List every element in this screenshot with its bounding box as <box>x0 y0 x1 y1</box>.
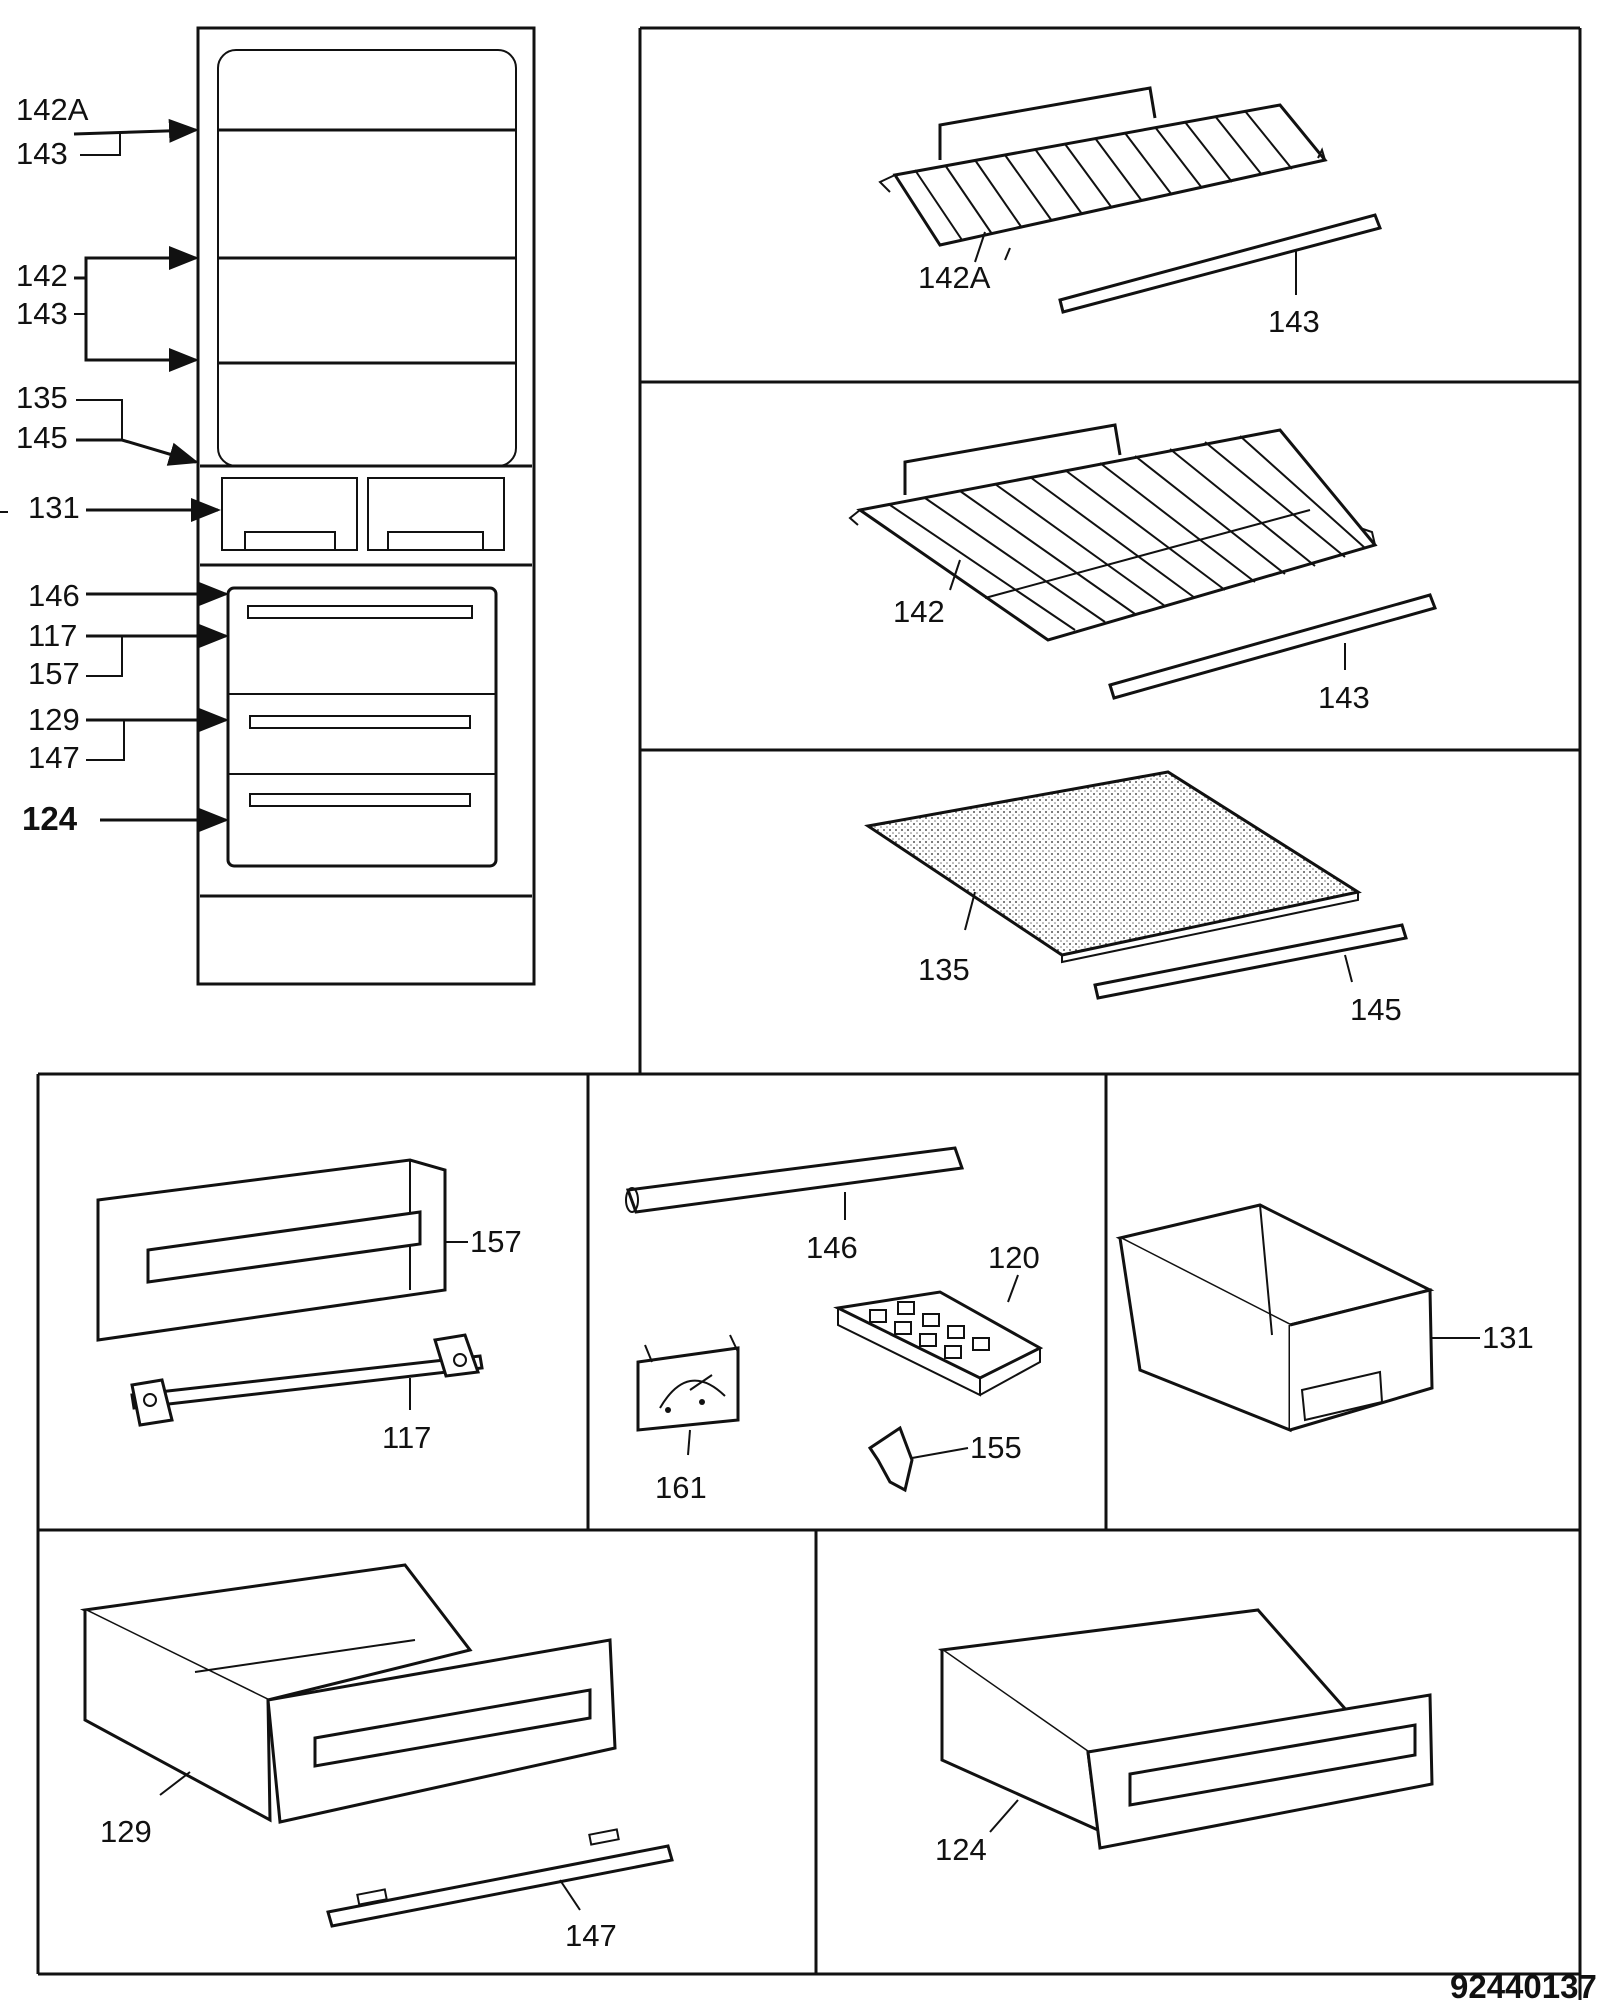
hinge-117 <box>130 1333 484 1427</box>
part-label-120: 120 <box>988 1240 1040 1275</box>
panel-flap-157: 157 117 <box>96 1158 522 1455</box>
panel-box-131: 131 <box>1115 1203 1534 1433</box>
part-label-146: 146 <box>806 1230 858 1265</box>
box-left <box>221 477 358 551</box>
leader-124 <box>989 1799 1019 1833</box>
label-142a: 142A <box>16 92 89 127</box>
bracket-157 <box>86 636 123 677</box>
wire-shelf-142 <box>848 423 1378 642</box>
drawer-129 <box>79 1563 617 1824</box>
part-label-129: 129 <box>100 1814 152 1849</box>
clip-155 <box>867 1425 914 1493</box>
flap-handle-157 <box>247 605 473 619</box>
leader-142 <box>949 559 961 591</box>
part-label-161: 161 <box>655 1470 707 1505</box>
box-right-handle <box>387 531 484 551</box>
fridge-overview <box>196 26 536 986</box>
box-131 <box>1115 1203 1435 1433</box>
part-label-124: 124 <box>935 1832 987 1867</box>
part-label-135: 135 <box>918 952 970 987</box>
rail-145 <box>1093 923 1408 1000</box>
label-135: 135 <box>16 380 68 415</box>
bracket-135 <box>76 399 123 440</box>
label-147: 147 <box>28 740 80 775</box>
part-label-143-a: 143 <box>1268 304 1320 339</box>
strip-146 <box>625 1146 965 1214</box>
panel-glass-shelf-135: 135 145 <box>864 770 1408 1027</box>
leader-142a <box>974 231 986 263</box>
label-131: 131 <box>28 490 80 525</box>
document-number: 92440137 <box>1450 1968 1597 2000</box>
label-129: 129 <box>28 702 80 737</box>
wire-shelf-142a <box>878 86 1328 261</box>
glass-shelf-edge <box>1061 892 1359 964</box>
label-142: 142 <box>16 258 68 293</box>
cabinet-outline <box>196 26 536 986</box>
panel-wire-shelf-142a: 142A 143 <box>878 86 1383 339</box>
leader-145 <box>1344 954 1353 983</box>
runner-147 <box>326 1828 674 1928</box>
part-label-142: 142 <box>893 594 945 629</box>
drawer-124 <box>937 1608 1434 1850</box>
leader-129 <box>159 1771 191 1796</box>
part-label-131: 131 <box>1482 1320 1534 1355</box>
panel-wire-shelf-142: 142 143 <box>848 423 1437 715</box>
panel-drawer-124: 124 <box>935 1608 1434 1867</box>
label-117: 117 <box>28 618 77 653</box>
leader-135 <box>964 891 976 931</box>
part-label-117: 117 <box>382 1420 431 1455</box>
box-left-handle <box>244 531 336 551</box>
part-label-145: 145 <box>1350 992 1402 1027</box>
panel-drawer-129: 129 147 <box>79 1563 674 1953</box>
glass-shelf-135 <box>864 770 1362 957</box>
leader-147 <box>559 1879 581 1911</box>
part-label-143-b: 143 <box>1318 680 1370 715</box>
thermostat-161 <box>636 1334 740 1432</box>
label-143-a: 143 <box>16 136 68 171</box>
bracket-147 <box>86 720 125 761</box>
label-157: 157 <box>28 656 80 691</box>
label-146: 146 <box>28 578 80 613</box>
arrow-142-lower <box>74 276 199 372</box>
arrow-135-145 <box>76 438 199 466</box>
ice-tray-120 <box>833 1290 1044 1397</box>
leader-161 <box>687 1429 691 1456</box>
part-label-147: 147 <box>565 1918 617 1953</box>
panel-frames <box>36 26 1582 2000</box>
label-145: 145 <box>16 420 68 455</box>
rail-143-a <box>1058 213 1383 314</box>
label-124: 124 <box>22 800 78 837</box>
arrow-142-upper <box>84 246 199 278</box>
drawer-handle-129 <box>249 715 471 729</box>
part-label-157: 157 <box>470 1224 522 1259</box>
part-label-155: 155 <box>970 1430 1022 1465</box>
label-143-b: 143 <box>16 296 68 331</box>
arrow-142a <box>73 118 199 143</box>
flap-157 <box>96 1158 447 1342</box>
bracket-143-a <box>80 134 121 156</box>
rail-143-b <box>1108 593 1437 700</box>
panel-accessories: 146 120 <box>625 1146 1044 1505</box>
part-label-142a: 142A <box>918 260 991 295</box>
drawer-handle-124 <box>249 793 471 807</box>
leader-120 <box>1007 1274 1019 1303</box>
leader-155 <box>911 1447 969 1459</box>
